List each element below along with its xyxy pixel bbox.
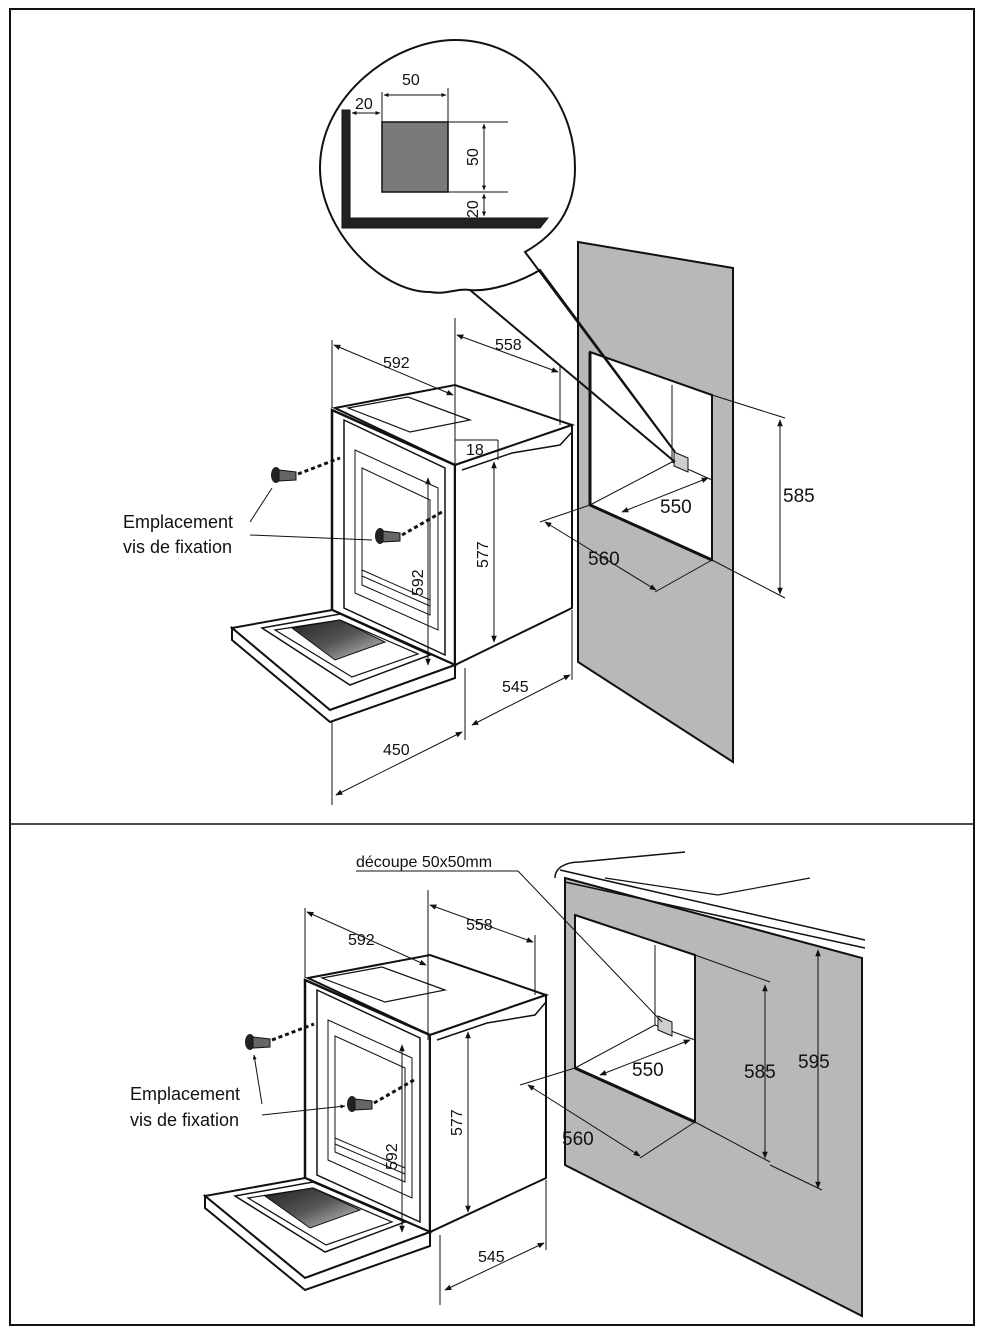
bottom-niche-width-label: 550 (632, 1060, 664, 1081)
top-front-height-label: 592 (410, 569, 427, 596)
door-glass-top (290, 619, 387, 661)
oven-bottom (202, 953, 550, 1292)
bottom-body-height-label: 577 (449, 1109, 466, 1136)
page-frame (9, 8, 975, 1326)
detail-magnifier: 50 20 50 20 (318, 38, 676, 463)
bottom-oven-width-label: 592 (348, 932, 375, 949)
screw-icon (347, 1078, 415, 1112)
top-screw-callout: Emplacement vis de fixation (123, 487, 373, 557)
bottom-front-height-label: 592 (384, 1143, 401, 1170)
detail-width-label: 50 (402, 72, 420, 89)
detail-offset-left-label: 20 (355, 96, 373, 113)
top-niche-width-label: 550 (660, 497, 692, 518)
screw-icon (375, 510, 443, 544)
wall-top (577, 240, 734, 764)
bottom-bottom-depth-label: 545 (478, 1249, 505, 1266)
bottom-niche-height-label: 585 (744, 1062, 776, 1083)
top-oven-width-label: 592 (383, 355, 410, 372)
bottom-oven-depth-label: 558 (466, 917, 493, 934)
top-dimensions: 592 558 18 577 592 545 450 (331, 318, 815, 805)
screw-icon (271, 456, 341, 483)
top-door-depth-label: 450 (383, 742, 410, 759)
bottom-screw-callout: Emplacement vis de fixation (130, 1054, 346, 1130)
bottom-installation: découpe 50x50mm (130, 851, 866, 1318)
top-installation: 50 20 50 20 (123, 38, 815, 805)
detail-square (381, 121, 449, 193)
bottom-niche-depth-label: 560 (562, 1129, 594, 1150)
top-niche-height-label: 585 (783, 486, 815, 507)
door-glass-bottom (263, 1187, 362, 1229)
bottom-cabinet-height-label: 595 (798, 1052, 830, 1073)
top-body-height-label: 577 (475, 541, 492, 568)
top-niche-depth-label: 560 (588, 549, 620, 570)
top-screw-label-line1: Emplacement (123, 512, 233, 532)
top-panel-thickness-label: 18 (466, 442, 484, 459)
bottom-screw-label-line1: Emplacement (130, 1084, 240, 1104)
top-bottom-depth-label: 545 (502, 679, 529, 696)
bottom-screw-label-line2: vis de fixation (130, 1110, 239, 1130)
detail-height-label: 50 (465, 148, 482, 166)
top-oven-depth-label: 558 (495, 337, 522, 354)
bottom-dimensions: 592 558 577 592 545 550 585 (304, 890, 830, 1305)
top-screw-label-line2: vis de fixation (123, 537, 232, 557)
oven-top (229, 383, 576, 724)
cutout-label: découpe 50x50mm (356, 854, 492, 871)
screw-icon (245, 1022, 315, 1050)
detail-offset-bottom-label: 20 (465, 200, 482, 218)
